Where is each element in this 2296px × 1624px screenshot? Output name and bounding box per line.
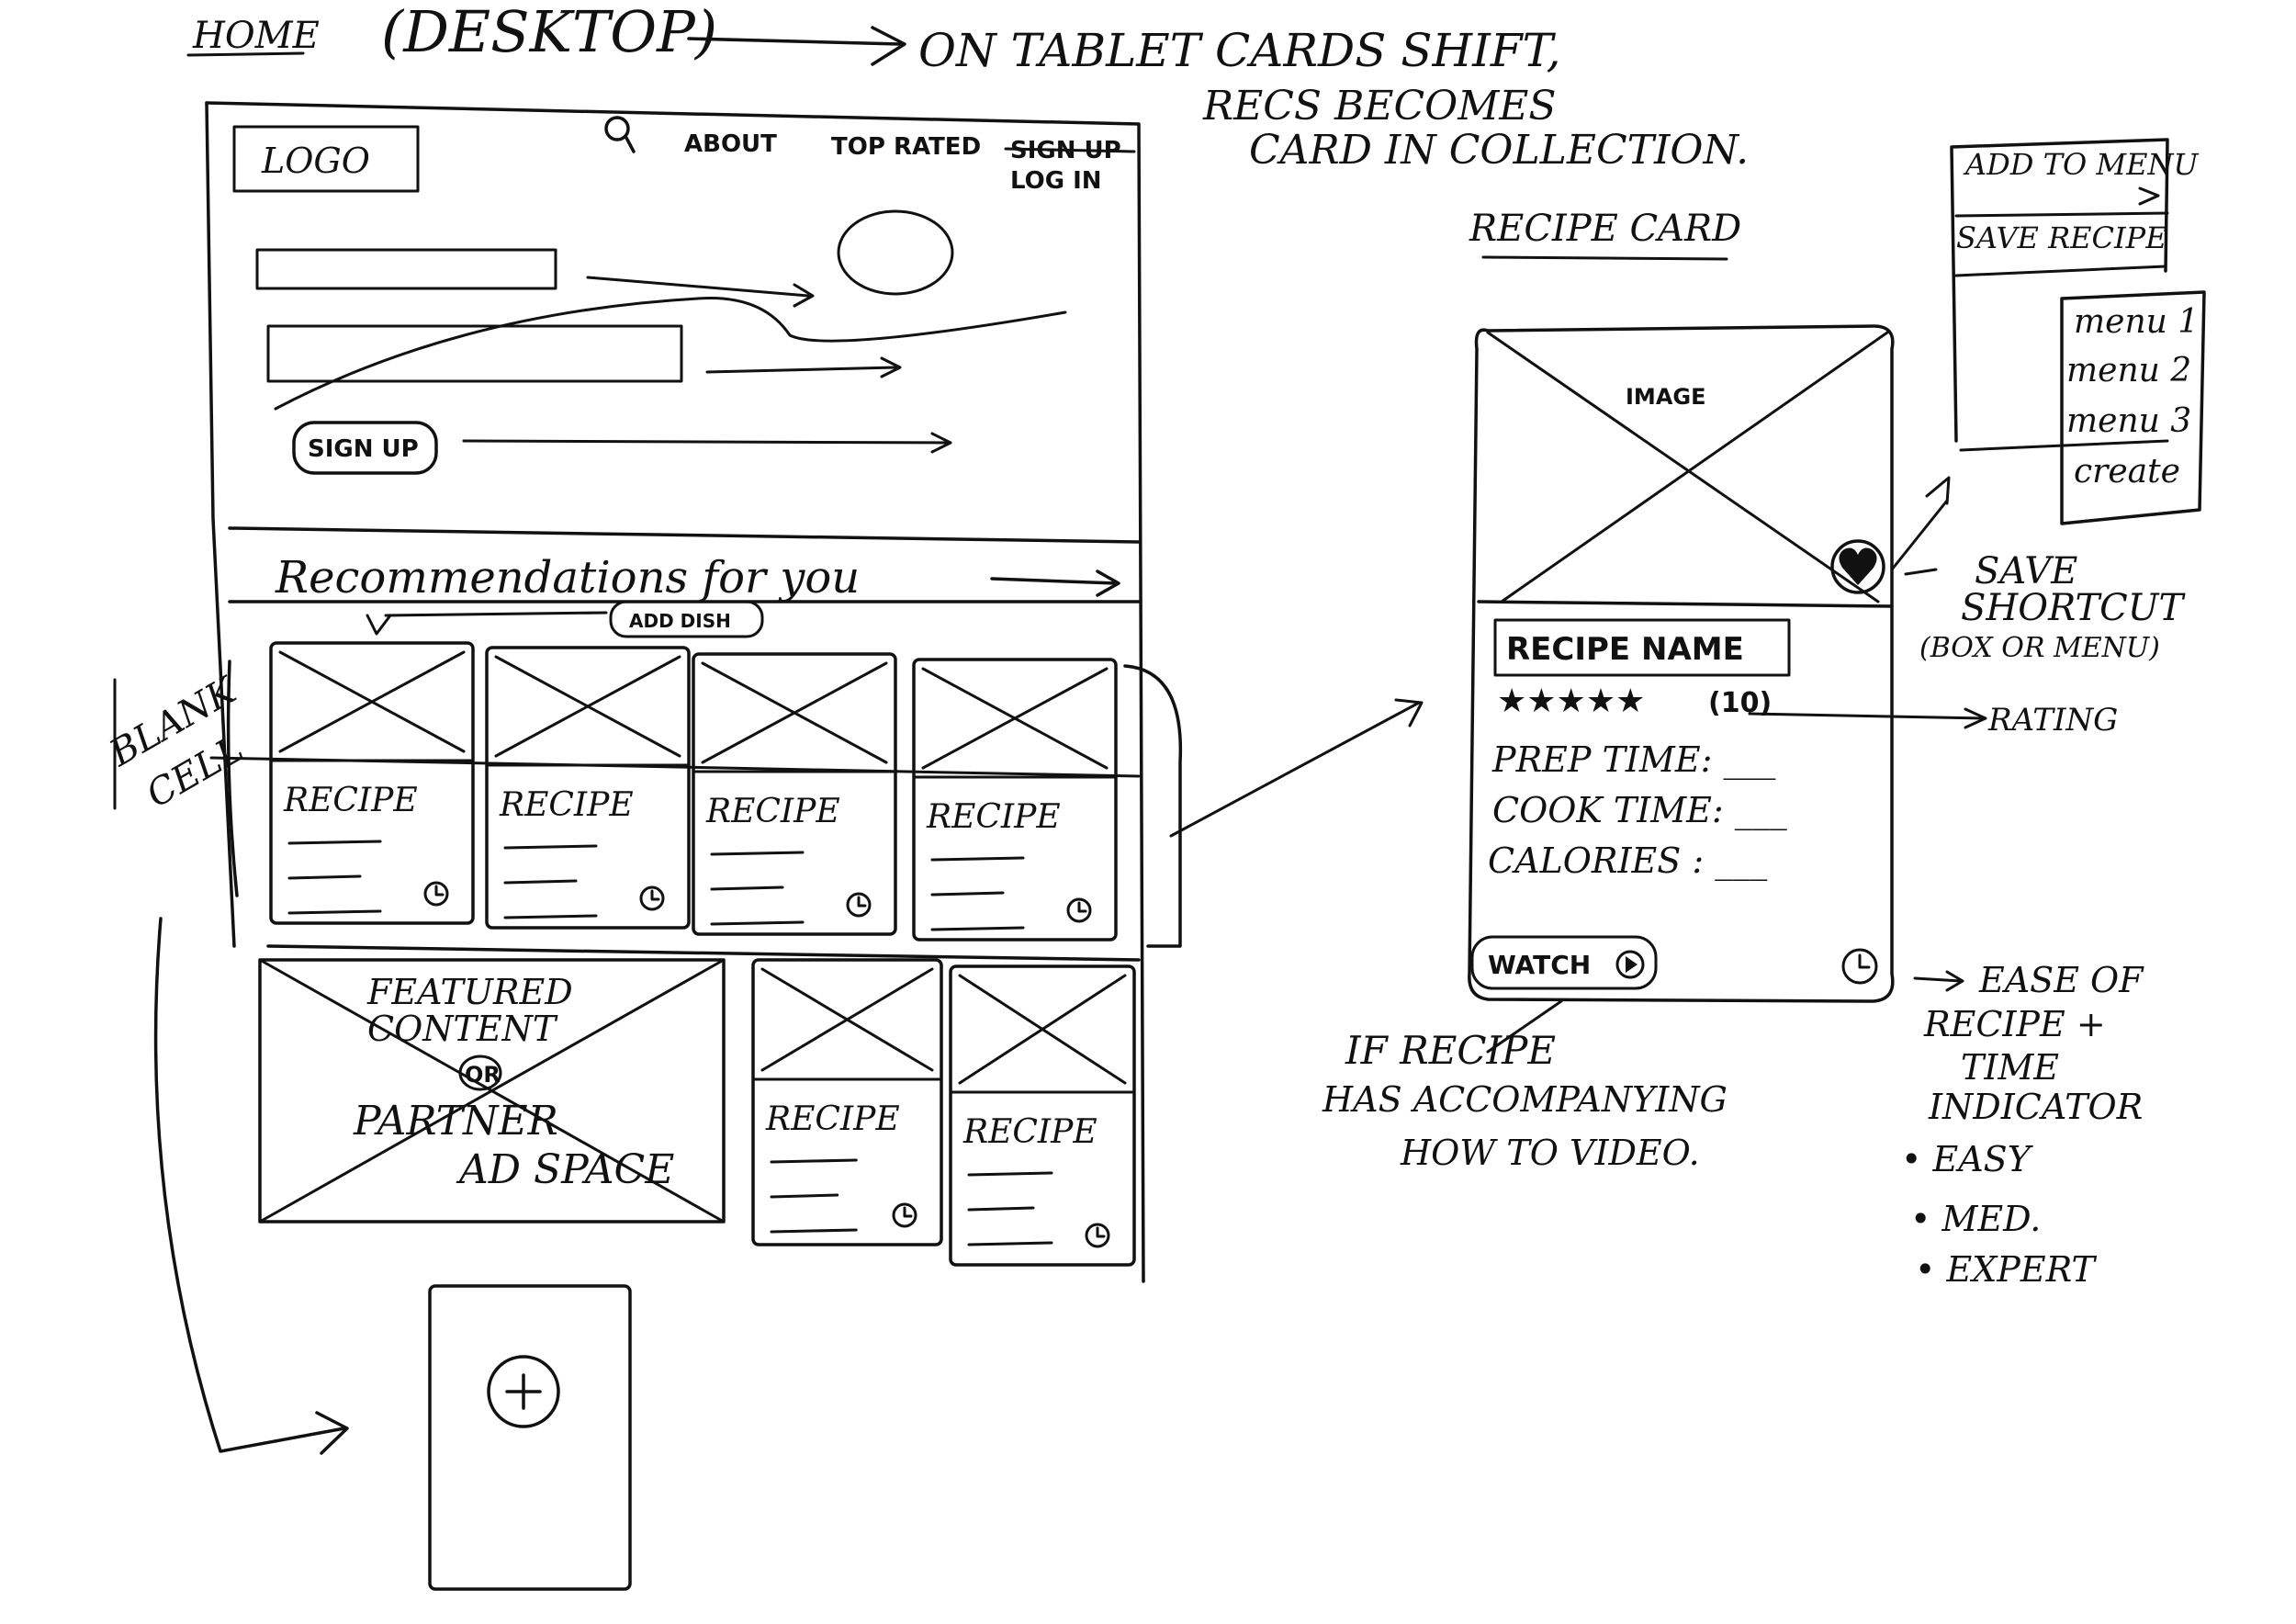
calories: CALORIES : ___	[1488, 840, 1767, 882]
cook-time: COOK TIME: ___	[1492, 790, 1787, 831]
rating-stars: ★★★★★	[1497, 682, 1645, 720]
watch-button[interactable]	[1470, 935, 1658, 990]
level-med: • MED.	[1910, 1199, 2041, 1239]
clock-icon	[846, 892, 872, 918]
clock-icon	[423, 881, 449, 907]
tablet-note-3: CARD IN COLLECTION.	[1249, 127, 1749, 174]
save-annotation-2: SHORTCUT	[1961, 587, 2186, 629]
featured-text-3: PARTNER	[353, 1098, 558, 1145]
save-recipe[interactable]: SAVE RECIPE	[1956, 220, 2167, 255]
recipe-card-5[interactable]: RECIPE	[751, 958, 943, 1246]
featured-text-4: AD SPACE	[456, 1146, 674, 1193]
plus-icon[interactable]	[487, 1355, 560, 1428]
logo-text: LOGO	[261, 141, 370, 181]
recipe-name-box	[1493, 618, 1791, 677]
recipe-card-label: RECIPE	[765, 1100, 900, 1138]
hero-signup-text: SIGN UP	[308, 435, 419, 463]
recipe-card-label: RECIPE	[962, 1113, 1097, 1151]
menu-item-1[interactable]: menu 1	[2074, 303, 2199, 341]
clock-icon	[1085, 1223, 1110, 1248]
clock-icon	[1066, 897, 1092, 923]
add-dish-button[interactable]	[609, 600, 764, 638]
heart-save-icon[interactable]	[1830, 539, 1885, 594]
clock-icon	[1841, 948, 1878, 985]
tablet-note-2: RECS BECOMES	[1202, 83, 1557, 130]
ease-annotation-3: TIME	[1961, 1047, 2059, 1088]
save-annotation-3: (BOX OR MENU)	[1919, 632, 2160, 664]
nav-log-in[interactable]: LOG IN	[1010, 167, 1102, 195]
recipe-card-label: RECIPE	[705, 793, 840, 830]
featured-text-1: FEATURED	[366, 972, 573, 1012]
recommendations-title: Recommendations for you	[275, 552, 860, 603]
recipe-card-6[interactable]: RECIPE	[949, 964, 1136, 1267]
recipe-card-image-label: IMAGE	[1626, 384, 1705, 410]
featured-content-box	[258, 958, 726, 1224]
add-dish-text: ADD DISH	[629, 610, 731, 632]
hero-signup-button[interactable]	[292, 421, 438, 475]
add-to-menu[interactable]: ADD TO MENU	[1963, 147, 2199, 182]
ease-annotation-4: INDICATOR	[1928, 1087, 2143, 1127]
level-expert: • EXPERT	[1915, 1249, 2098, 1290]
save-annotation-1: SAVE	[1975, 550, 2077, 592]
recipe-card-1[interactable]: RECIPE	[269, 641, 475, 925]
video-annotation-3: HOW TO VIDEO.	[1400, 1133, 1700, 1173]
level-easy: • EASY	[1901, 1139, 2034, 1179]
recipe-card-title: RECIPE CARD	[1469, 208, 1741, 250]
ease-annotation-2: RECIPE +	[1923, 1004, 2106, 1044]
recipe-card-2[interactable]: RECIPE	[485, 646, 691, 930]
tablet-note-1: ON TABLET CARDS SHIFT,	[918, 24, 1561, 77]
play-icon[interactable]	[1615, 950, 1645, 979]
nav-about[interactable]: ABOUT	[684, 130, 777, 158]
recipe-card-label: RECIPE	[926, 798, 1061, 836]
nav-top-rated[interactable]: TOP RATED	[831, 133, 981, 161]
watch-text: WATCH	[1488, 950, 1591, 980]
recipe-card-label: RECIPE	[283, 782, 418, 819]
prep-time: PREP TIME: ___	[1491, 739, 1775, 781]
desktop-label: (DESKTOP)	[381, 0, 717, 65]
video-annotation-1: IF RECIPE	[1345, 1028, 1556, 1073]
recipe-card-4[interactable]: RECIPE	[912, 658, 1118, 942]
featured-text-2: CONTENT	[367, 1009, 558, 1049]
hero-image	[837, 209, 954, 296]
menu-item-2[interactable]: menu 2	[2066, 352, 2191, 389]
ease-annotation-1: EASE OF	[1978, 960, 2144, 1000]
recipe-name-text: RECIPE NAME	[1506, 631, 1744, 668]
menu-popup	[1950, 138, 2169, 443]
home-label: HOME	[192, 15, 320, 57]
clock-icon	[892, 1202, 917, 1228]
video-annotation-2: HAS ACCOMPANYING	[1322, 1079, 1728, 1120]
hero-field-1	[255, 248, 557, 290]
blank-add-card[interactable]	[428, 1284, 632, 1591]
logo-box	[232, 125, 420, 193]
rating-annotation: RATING	[1987, 702, 2118, 739]
recipe-card-detail	[1468, 324, 1895, 1003]
clock-icon	[639, 885, 665, 911]
menu-item-create[interactable]: create	[2074, 453, 2180, 491]
search-icon[interactable]	[604, 116, 636, 153]
hero-field-2	[266, 324, 683, 383]
recipe-card-label: RECIPE	[499, 786, 634, 824]
featured-text-or: OR	[465, 1062, 501, 1088]
recipe-card-3[interactable]: RECIPE	[692, 652, 897, 936]
menu-item-3[interactable]: menu 3	[2066, 402, 2191, 440]
